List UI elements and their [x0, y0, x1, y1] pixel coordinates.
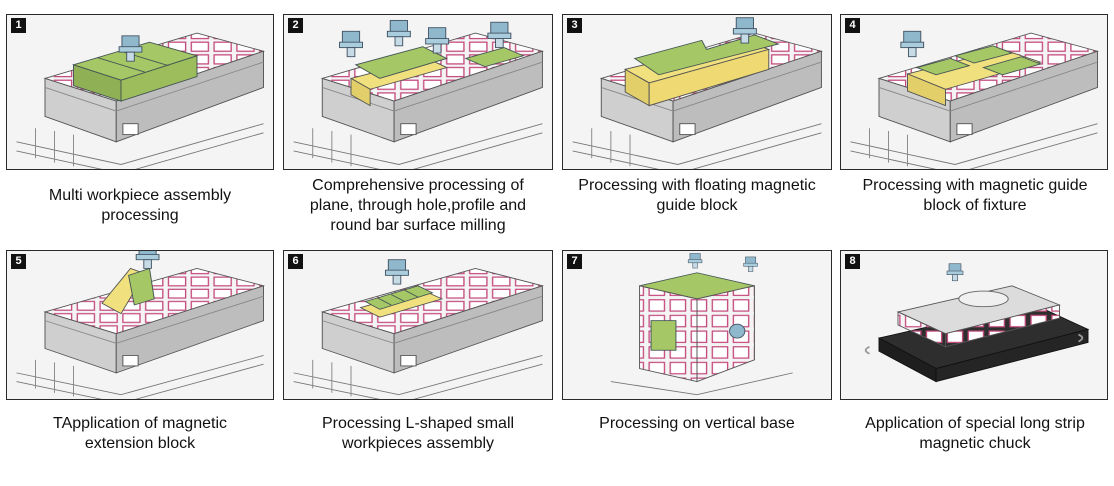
panel-2: 2: [283, 14, 553, 170]
caption-1: Multi workpiece assembly processing: [48, 187, 232, 224]
illustration-comprehensive-processing: [293, 19, 543, 169]
caption-2: Comprehensive processing of plane, throu…: [309, 177, 527, 234]
panel-3: 3: [562, 14, 832, 170]
panel-number-2: 2: [288, 18, 303, 33]
panel-8: 8: [840, 250, 1108, 400]
illustration-vertical-base: [610, 253, 793, 396]
panel-7: 7: [562, 250, 832, 400]
caption-5: TApplication of magnetic extension block: [52, 415, 227, 452]
caption-6: Processing L-shaped small workpieces ass…: [321, 415, 515, 452]
illustration-long-strip-chuck: [864, 263, 1090, 383]
panel-number-7: 7: [567, 254, 582, 269]
illustration-extension-block: [16, 251, 264, 399]
caption-7: Processing on vertical base: [599, 415, 795, 432]
panel-5: 5: [6, 250, 274, 400]
panel-number-4: 4: [845, 18, 860, 33]
panel-number-6: 6: [288, 254, 303, 269]
illustration-multi-workpiece: [16, 32, 264, 169]
panel-number-1: 1: [11, 18, 26, 33]
panel-1: 1: [6, 14, 274, 170]
panel-number-8: 8: [845, 254, 860, 269]
panel-4: 4: [840, 14, 1108, 170]
illustration-floating-guide-block: [572, 17, 822, 169]
illustration-l-shaped-workpieces: [293, 259, 543, 399]
illustration-guide-block-of-fixture: [850, 30, 1098, 169]
caption-3: Processing with floating magnetic guide …: [578, 177, 816, 214]
caption-8: Application of special long strip magnet…: [865, 415, 1085, 452]
panel-number-3: 3: [567, 18, 582, 33]
panel-6: 6: [283, 250, 553, 400]
caption-4: Processing with magnetic guide block of …: [862, 177, 1088, 214]
panel-number-5: 5: [11, 254, 26, 269]
